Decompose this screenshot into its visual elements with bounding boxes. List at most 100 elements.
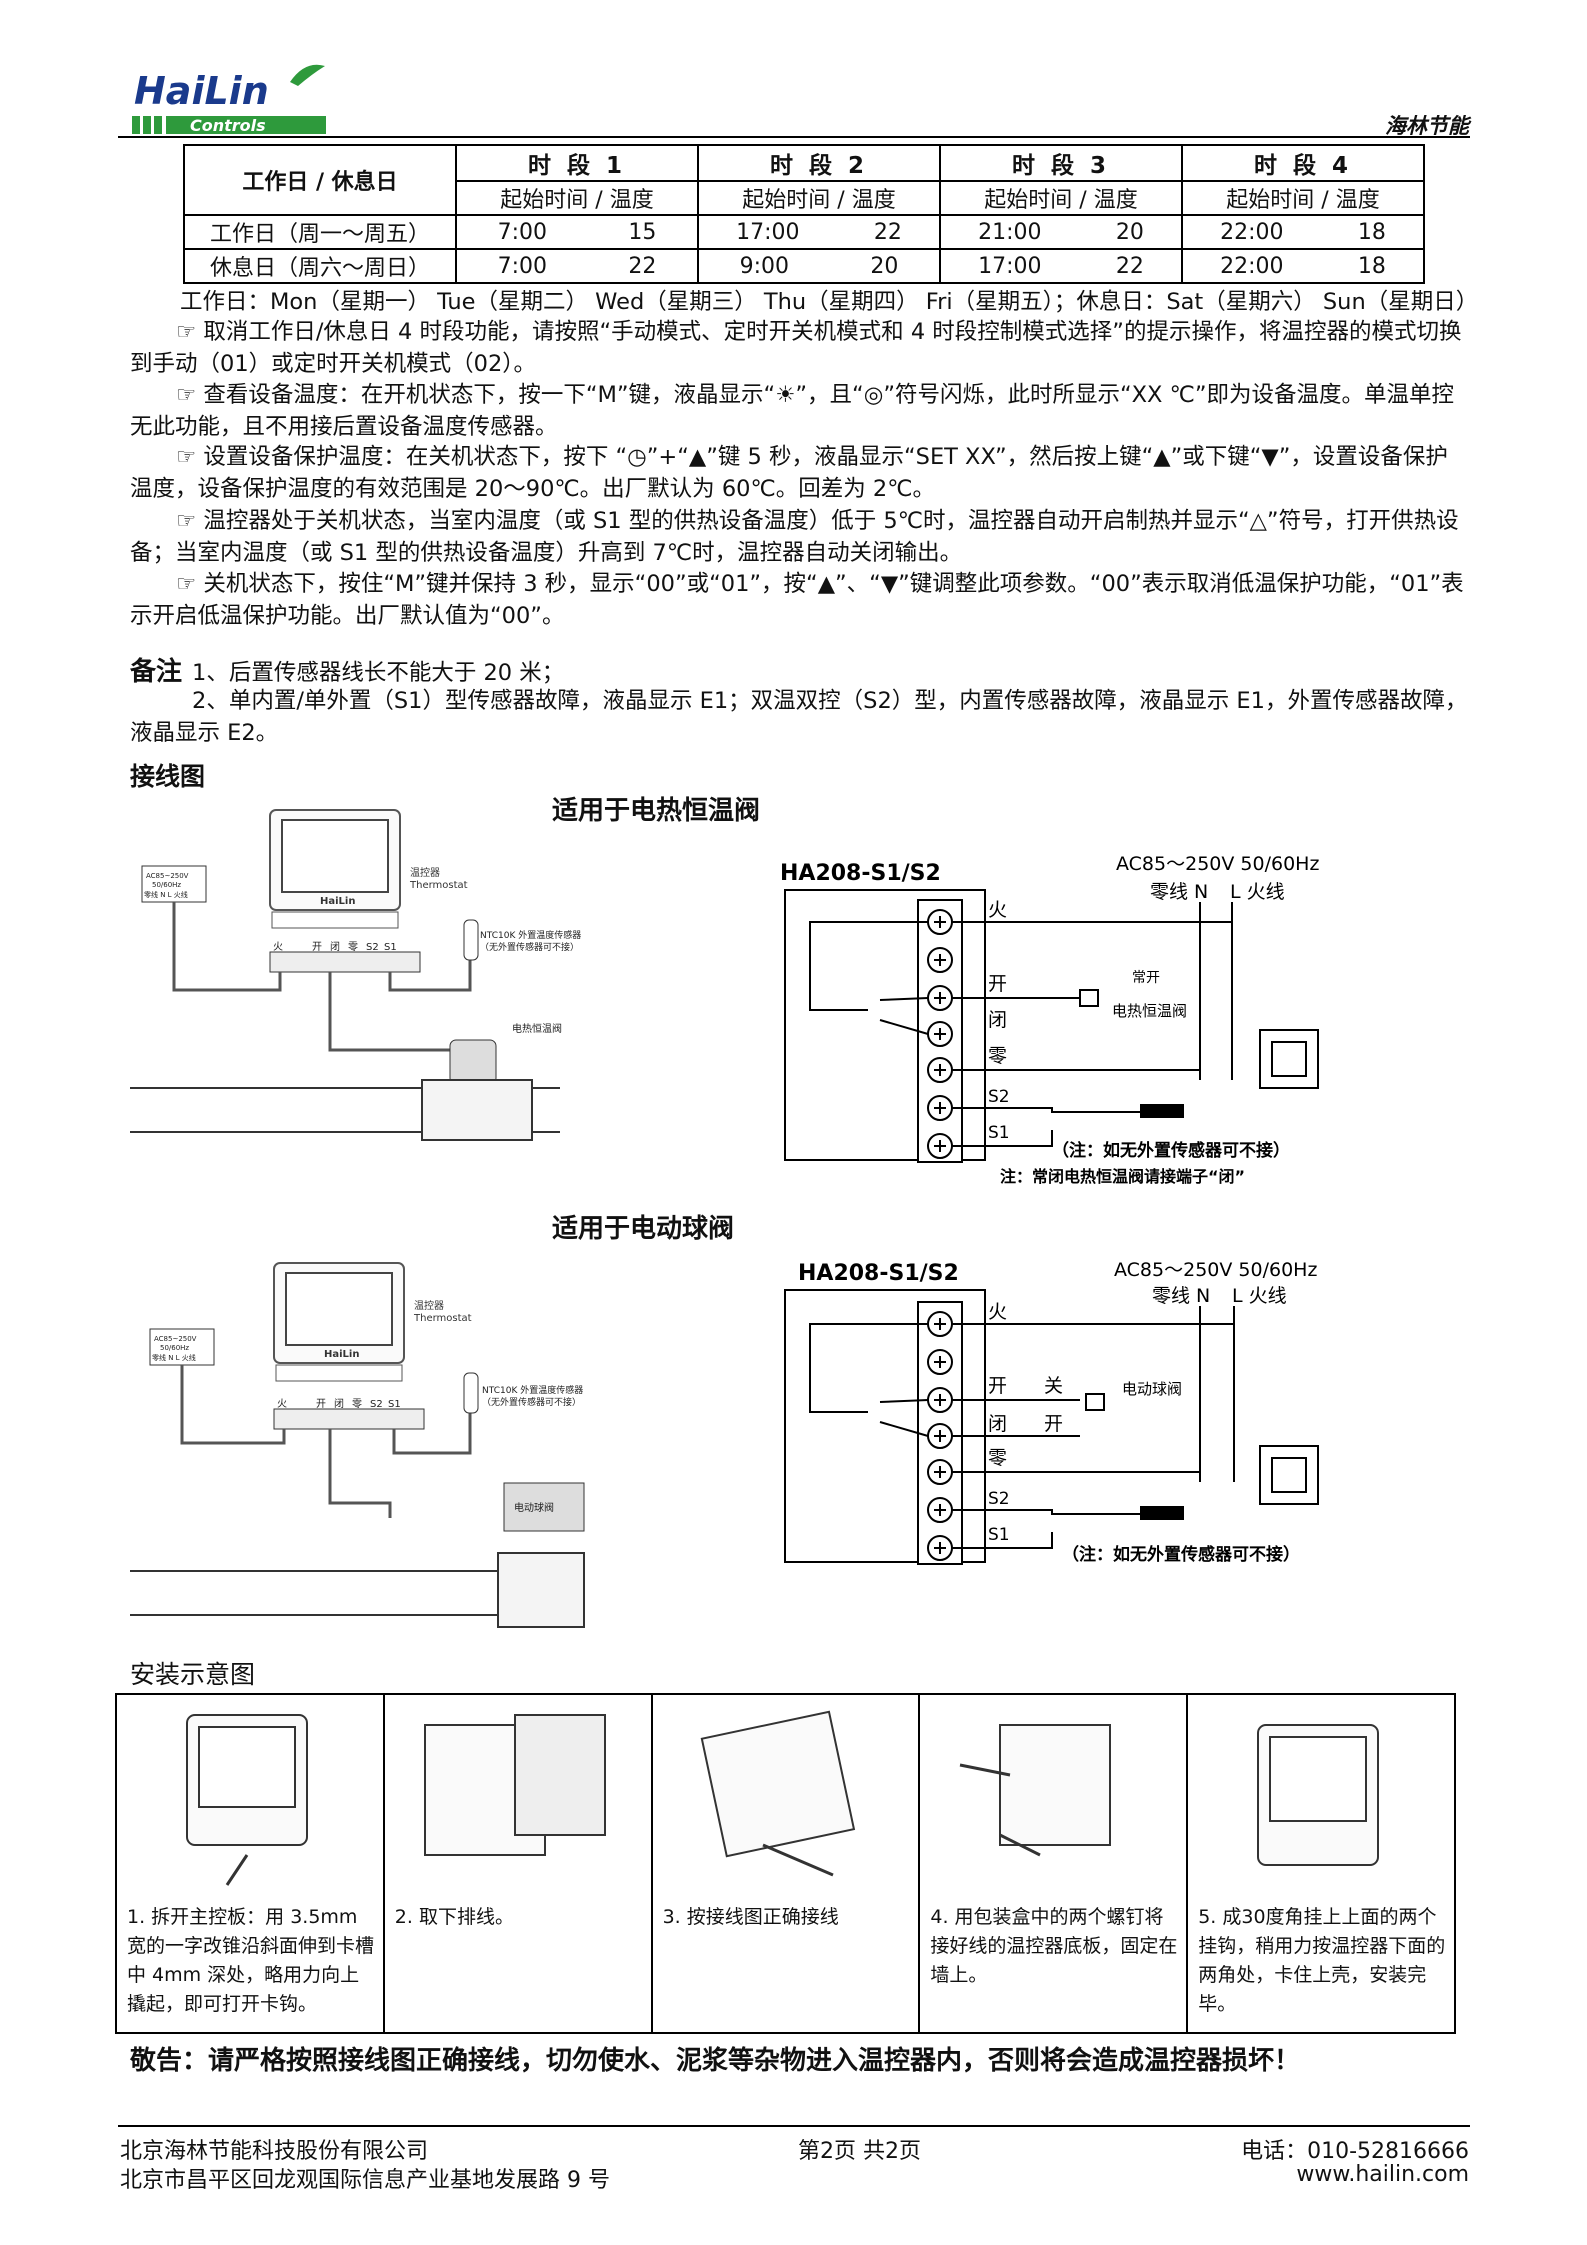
photo-terminal: 火 xyxy=(277,1398,287,1410)
photo-terminal: 火 xyxy=(273,941,283,953)
live-label: L 火线 xyxy=(1232,1285,1287,1307)
wiring-section-title: 接线图 xyxy=(130,762,206,791)
company-short-name: 海林节能 xyxy=(1385,114,1469,138)
photo-sensor: NTC10K 外置温度传感器 xyxy=(480,929,581,941)
sensor-symbol xyxy=(1140,1104,1184,1118)
terminal-label: 零 xyxy=(988,1447,1007,1469)
photo-sensor: NTC10K 外置温度传感器 xyxy=(482,1384,583,1396)
start-time: 17:00 xyxy=(978,253,1042,279)
power-tag xyxy=(149,1328,215,1366)
photo-terminal: 零 xyxy=(352,1398,362,1410)
pipe xyxy=(130,1570,570,1616)
valve-symbol xyxy=(1079,989,1099,1007)
photo-freq: 50/60Hz xyxy=(160,1344,189,1352)
start-time: 22:00 xyxy=(1220,253,1284,279)
power-spec: AC85～250V 50/60Hz xyxy=(1114,1259,1317,1281)
terminal-label: 火 xyxy=(988,1301,1007,1323)
sub-header: 起始时间 / 温度 xyxy=(1181,180,1425,216)
install-section-title: 安装示意图 xyxy=(130,1660,256,1689)
row-label: 工作日（周一～周五） xyxy=(183,214,457,250)
step1-illustration xyxy=(186,1714,308,1886)
photo-sensor-note: （无外置传感器可不接） xyxy=(482,1396,581,1408)
photo-nl: 零线 N L 火线 xyxy=(152,1353,196,1362)
photo-power: AC85~250V xyxy=(154,1335,197,1343)
notes-label: 备注 xyxy=(130,657,183,687)
photo-terminal: 开 xyxy=(312,942,322,953)
warning-text: 敬告：请严格按照接线图正确接线，切勿使水、泥浆等杂物进入温控器内，否则将会造成温… xyxy=(130,2046,1301,2076)
photo-terminal: 零 xyxy=(348,941,358,953)
neutral-label: 零线 N xyxy=(1150,881,1208,903)
period-header: 时 段 3 xyxy=(939,144,1183,182)
step3-illustration xyxy=(700,1710,855,1877)
step-text: 3. 按接线图正确接线 xyxy=(662,1906,839,1928)
note-item: 2、单内置/单外置（S1）型传感器故障，液晶显示 E1；双温双控（S2）型，内置… xyxy=(130,688,1468,746)
terminal-label: S1 xyxy=(988,1525,1010,1545)
terminal-label: S2 xyxy=(988,1087,1010,1107)
photo-thermostat-cn: 温控器 xyxy=(414,1299,444,1312)
row-label: 休息日（周六～周日） xyxy=(183,248,457,284)
power-spec: AC85～250V 50/60Hz xyxy=(1116,853,1319,875)
thermostat-screen xyxy=(285,1272,393,1346)
footer-rule xyxy=(118,2125,1470,2127)
table-cell: 7:00 22 xyxy=(455,248,699,284)
install-step: 1. 拆开主控板：用 3.5mm 宽的一字改锥沿斜面伸到卡槽中 4mm 深处，略… xyxy=(117,1695,385,2032)
valve-body xyxy=(421,1079,533,1141)
photo-terminal: S2 xyxy=(366,942,379,953)
terminal-block xyxy=(269,951,421,973)
step-text: 5. 成30度角挂上上面的两个挂钩，稍用力按温控器下面的两角处，卡住上壳，安装完… xyxy=(1198,1906,1446,2015)
temperature: 20 xyxy=(870,253,899,279)
wiring-schematic-1: HA208-S1/S2 AC85～250V 50/60Hz 零线 N L 火线 … xyxy=(780,853,1319,1186)
photo-valve2: 电动球阀 xyxy=(514,1501,554,1514)
valve-body xyxy=(497,1552,585,1628)
logo-sub-text: Controls xyxy=(190,116,266,135)
photo-terminal: 闭 xyxy=(330,940,340,953)
instruction-paragraph: ☞ 设置设备保护温度：在关机状态下，按下 “◷”+“▲”键 5 秒，液晶显示“S… xyxy=(130,444,1448,502)
install-step: 3. 按接线图正确接线 xyxy=(653,1695,921,2032)
valve-actuator xyxy=(503,1482,585,1532)
valve1-label: 电热恒温阀 xyxy=(1112,1002,1187,1020)
photo-nl: 零线 N L 火线 xyxy=(144,890,188,899)
install-step: 5. 成30度角挂上上面的两个挂钩，稍用力按温控器下面的两角处，卡住上壳，安装完… xyxy=(1188,1695,1454,2032)
logo-main-text: HaiLin xyxy=(134,69,269,113)
photo-terminal: S1 xyxy=(388,1399,401,1410)
terminal-label: 开 xyxy=(988,1375,1007,1397)
terminal-label: 闭 xyxy=(988,1009,1007,1031)
normally-open-label: 常开 xyxy=(1132,970,1160,986)
valve-symbol xyxy=(1085,1393,1105,1411)
start-time: 7:00 xyxy=(497,253,548,279)
button-strip xyxy=(271,911,399,929)
temperature: 22 xyxy=(1115,253,1144,279)
step-text: 1. 拆开主控板：用 3.5mm 宽的一字改锥沿斜面伸到卡槽中 4mm 深处，略… xyxy=(127,1906,375,2015)
footer-page: 第2页 共2页 xyxy=(798,2139,921,2164)
live-label: L 火线 xyxy=(1230,881,1285,903)
temperature: 22 xyxy=(628,253,657,279)
photo-brand: HaiLin xyxy=(324,1349,359,1360)
terminal-label: S1 xyxy=(988,1123,1010,1143)
photo-thermostat-cn: 温控器 xyxy=(410,866,440,879)
logo-graphic: HaiLin Controls xyxy=(132,64,326,135)
instruction-paragraph: ☞ 查看设备温度：在开机状态下，按一下“M”键，液晶显示“☀”，且“◎”符号闪烁… xyxy=(130,382,1455,440)
start-time: 7:00 xyxy=(497,219,548,245)
sub-header: 起始时间 / 温度 xyxy=(939,180,1183,216)
power-tag xyxy=(141,865,207,903)
days-legend: 工作日：Mon（星期一） Tue（星期二） Wed（星期三） Thu（星期四） … xyxy=(180,289,1479,315)
sub-header: 起始时间 / 温度 xyxy=(455,180,699,216)
footer-address: 北京市昌平区回龙观国际信息产业基地发展路 9 号 xyxy=(120,2168,610,2193)
step-text: 2. 取下排线。 xyxy=(394,1906,514,1928)
start-time: 22:00 xyxy=(1220,219,1284,245)
valve2-label: 电动球阀 xyxy=(1122,1380,1182,1398)
terminal-label: S2 xyxy=(988,1489,1010,1509)
model-label: HA208-S1/S2 xyxy=(798,1261,959,1286)
sensor-note: （注：如无外置传感器可不接） xyxy=(1062,1544,1300,1565)
sensor-probe xyxy=(463,1372,479,1414)
terminal-block xyxy=(273,1408,425,1430)
install-step: 2. 取下排线。 xyxy=(385,1695,653,2032)
neutral-label: 零线 N xyxy=(1152,1285,1210,1307)
sensor-probe xyxy=(463,919,479,961)
terminal-label: 零 xyxy=(988,1045,1007,1067)
sensor-box xyxy=(1259,1445,1319,1505)
